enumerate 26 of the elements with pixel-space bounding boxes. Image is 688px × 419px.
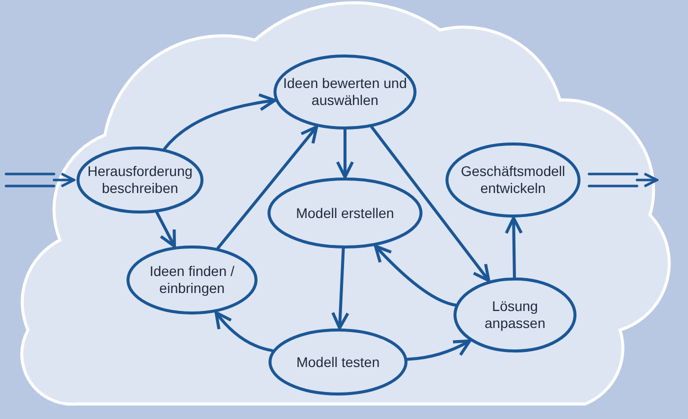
- arrow: [370, 126, 490, 282]
- node-label: Ideen bewerten und auswählen: [282, 75, 408, 109]
- arrow: [336, 128, 354, 178]
- arrow: [214, 311, 274, 352]
- ellipse-node: [268, 328, 408, 396]
- node-label: Ideen finden / einbringen: [148, 263, 236, 297]
- node-label: Geschäftsmodell entwickeln: [460, 163, 566, 197]
- node-label: Modell testen: [295, 354, 381, 370]
- node-label: Herausforderung beschreiben: [86, 163, 194, 197]
- arrow: [163, 94, 276, 150]
- double-arrow: [588, 172, 658, 188]
- node-label: Modell erstellen: [294, 204, 396, 222]
- arrow: [216, 125, 318, 250]
- arrow: [406, 339, 472, 361]
- arrow: [331, 248, 350, 330]
- ellipse-node: [453, 277, 577, 353]
- double-arrow: [4, 172, 76, 188]
- ellipse-node: [76, 146, 204, 214]
- ellipse-node: [267, 177, 423, 249]
- ellipse-node: [445, 142, 581, 218]
- arrow: [504, 216, 523, 278]
- ellipse-node: [126, 245, 258, 315]
- arrow: [156, 211, 176, 248]
- arrow: [374, 244, 457, 307]
- ellipse-node: [273, 54, 417, 130]
- node-label: Lösung anpassen: [484, 298, 546, 332]
